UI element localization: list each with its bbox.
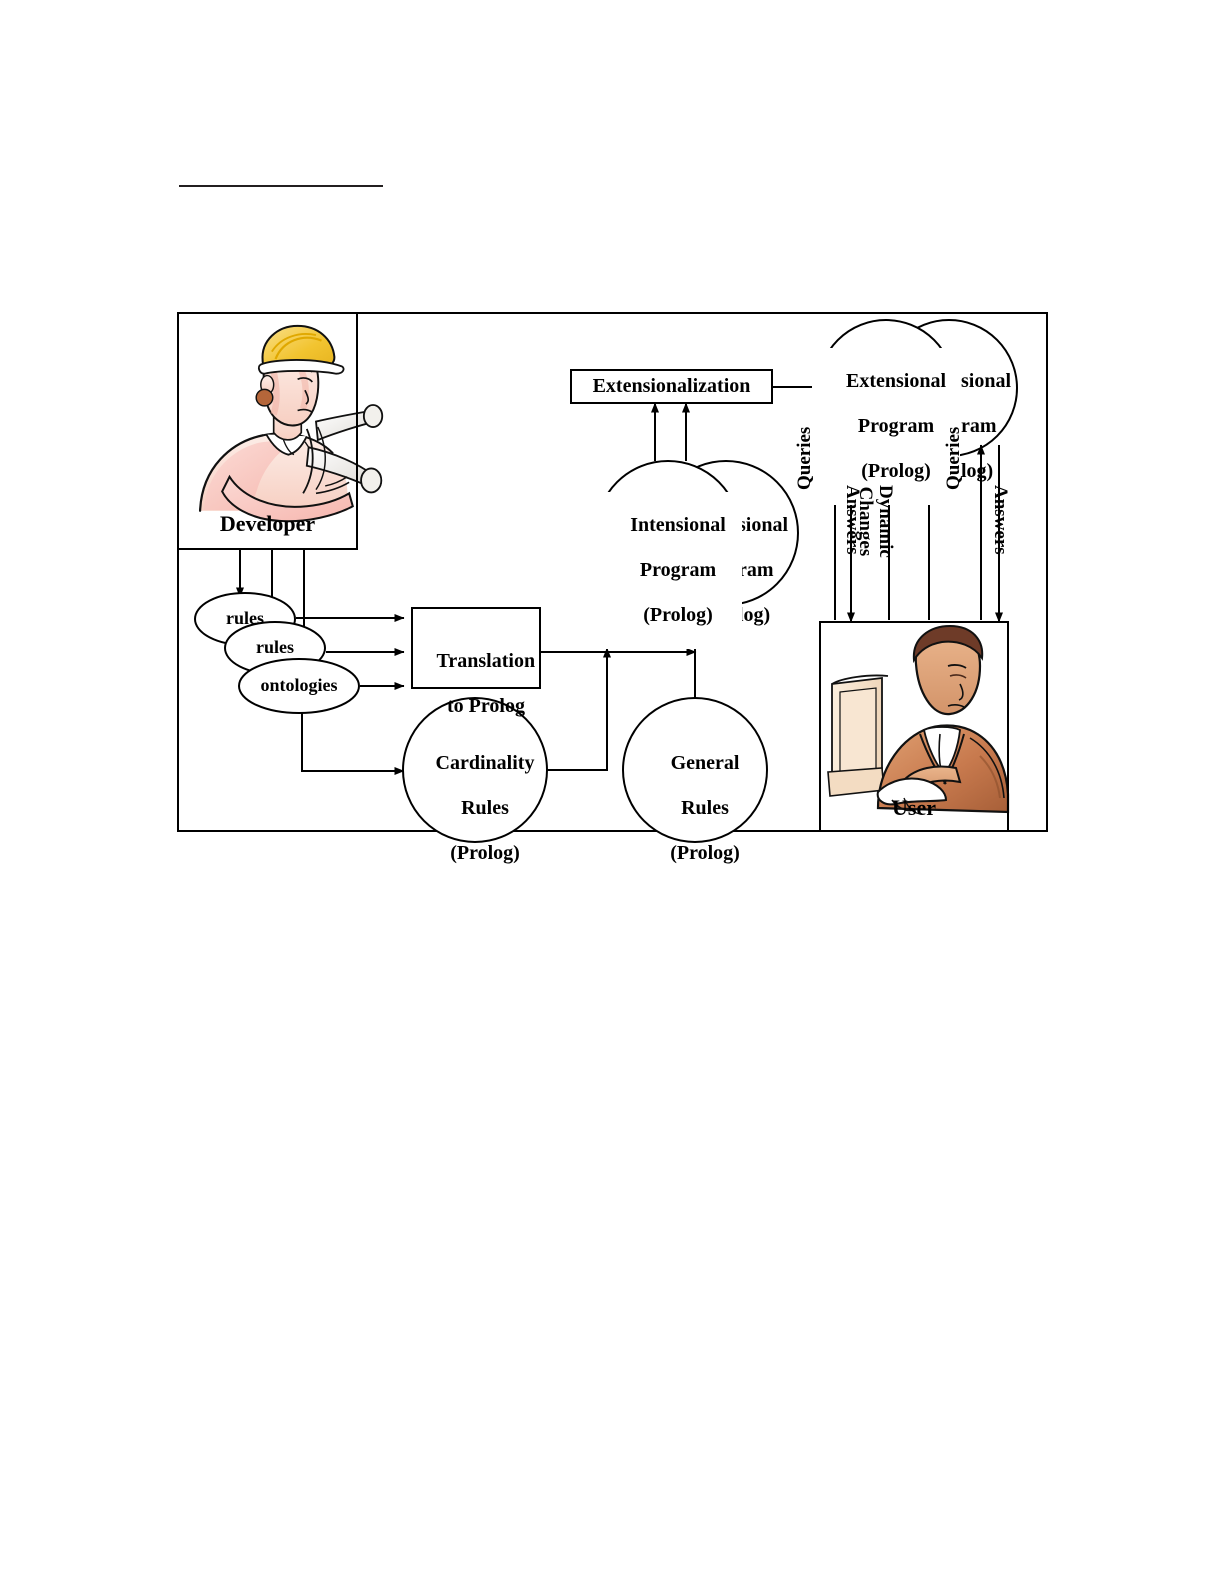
header-divider-rule bbox=[179, 185, 383, 187]
queries-left-label: Queries bbox=[794, 426, 815, 490]
dynamic-changes-label: Dynamic Changes bbox=[855, 485, 896, 558]
dynamic-changes-line-1: Dynamic bbox=[875, 485, 896, 558]
answers-right-label: Answers bbox=[990, 485, 1011, 555]
dynamic-changes-line-2: Changes bbox=[855, 486, 877, 557]
queries-right-label: Queries bbox=[943, 426, 964, 490]
